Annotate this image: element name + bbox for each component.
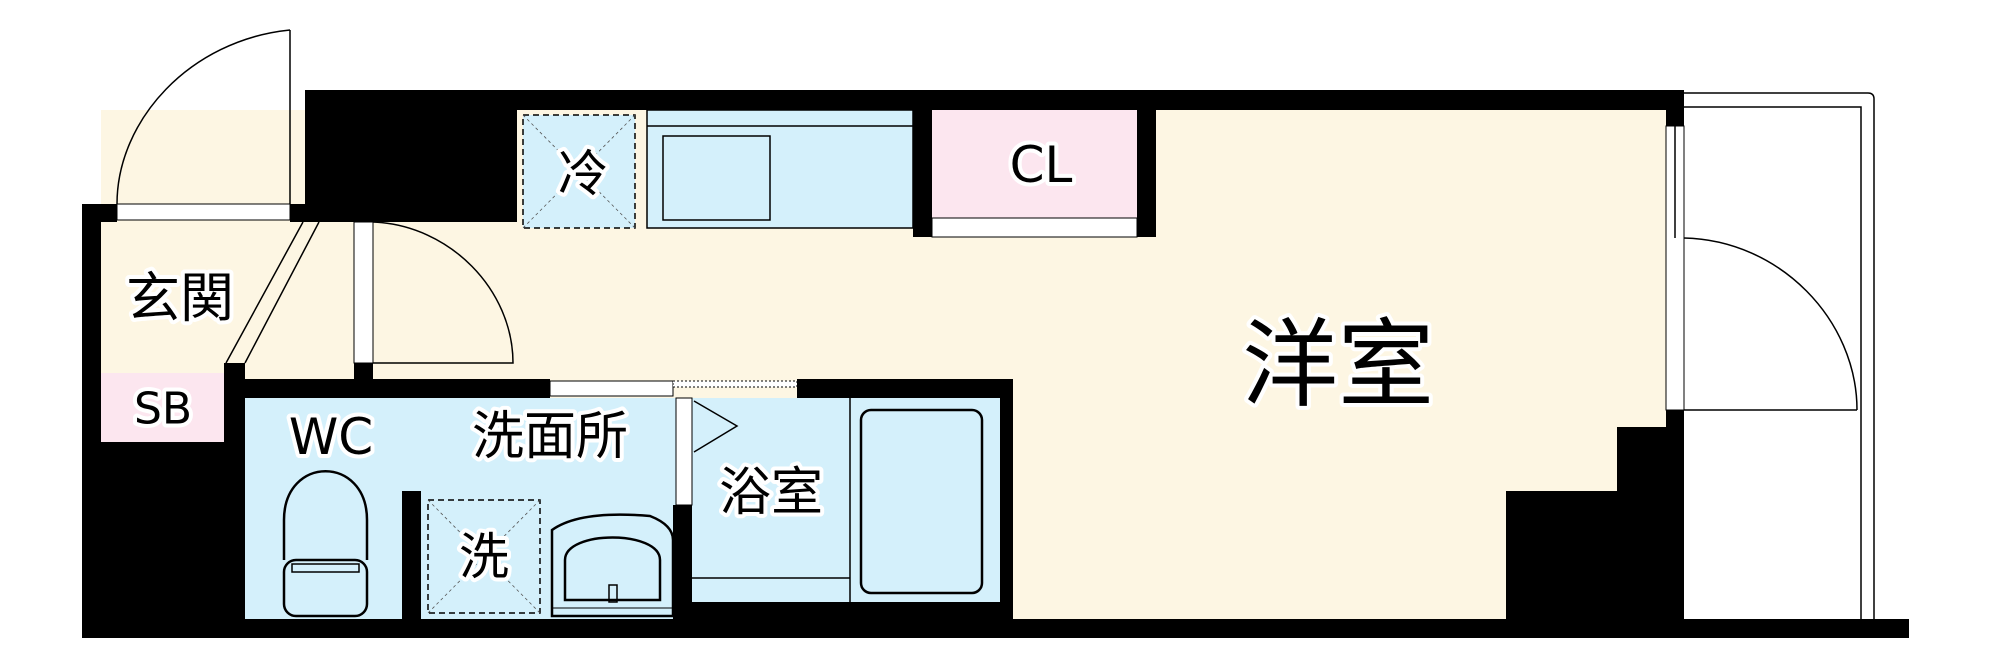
balcony: [1684, 92, 1875, 619]
label-bathroom: 浴室: [719, 463, 823, 523]
label-closet: CL: [1010, 136, 1073, 194]
kitchen-counter: [646, 109, 914, 229]
washer-space: [427, 499, 541, 614]
shoe-box-area: [101, 373, 224, 442]
label-western-room: 洋室: [1242, 309, 1434, 421]
walls: [82, 90, 1909, 638]
label-washer: 洗: [459, 528, 509, 586]
label-fridge: 冷: [558, 145, 608, 203]
label-toilet: WC: [289, 408, 373, 466]
interior-door[interactable]: [353, 221, 374, 364]
bathroom-sliding-door[interactable]: [672, 380, 798, 388]
fridge-space: [522, 114, 636, 229]
entrance-door-swing[interactable]: [116, 29, 291, 205]
washroom-opening[interactable]: [549, 380, 674, 397]
wet-area: [245, 398, 1000, 619]
label-shoe-box: SB: [134, 384, 192, 435]
balcony-door-swing[interactable]: [1683, 237, 1858, 411]
washbasin-icon: [550, 513, 675, 618]
kitchen-sink: [662, 135, 771, 221]
label-entrance: 玄関: [126, 267, 234, 330]
closet-area: [932, 110, 1137, 218]
bathtub: [859, 408, 984, 595]
label-washroom: 洗面所: [472, 407, 628, 467]
toilet-icon: [282, 470, 369, 618]
closet-rail: [931, 217, 1138, 238]
bath-door[interactable]: [675, 397, 693, 506]
entrance-threshold: [116, 203, 291, 221]
